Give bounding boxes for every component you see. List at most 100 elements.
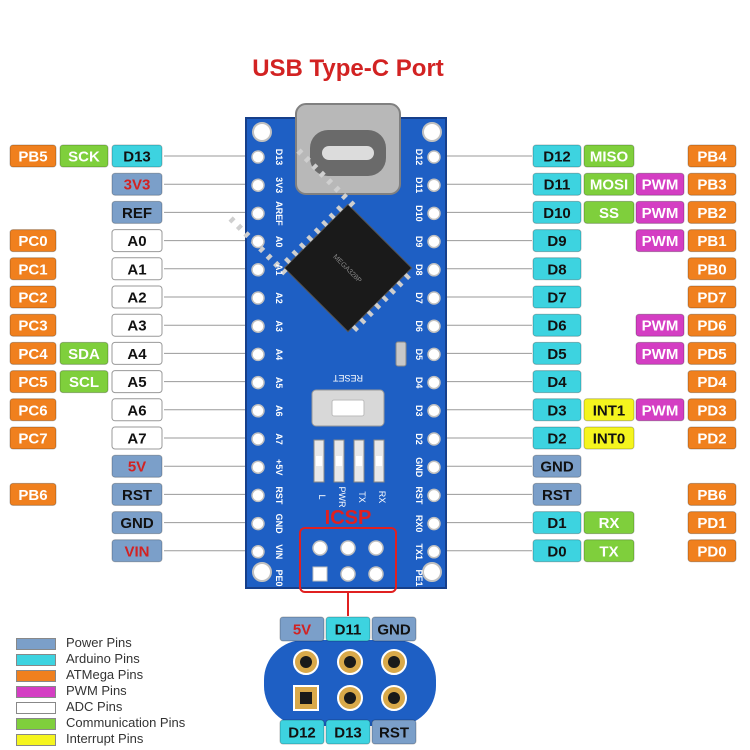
right-atmega-pin: PD6: [687, 313, 737, 337]
right-silk-label: D10: [414, 205, 424, 222]
legend-swatch: [16, 670, 56, 682]
right-silk-label: D2: [414, 433, 424, 445]
left-silk-label: A4: [274, 349, 284, 361]
right-silk-label: D6: [414, 320, 424, 332]
left-main-pin-box: [111, 370, 163, 394]
left-main-pin: 5V: [111, 454, 163, 478]
left-atmega-pin: PC5: [9, 370, 57, 394]
right-atmega-pin-text: PB6: [697, 487, 726, 504]
mcu-pin: [228, 216, 236, 224]
right-atmega-pin-text: PB2: [697, 205, 726, 222]
right-main-pin-text: D5: [547, 346, 566, 363]
right-main-pin-box: [532, 454, 582, 478]
left-atmega-pin: PB5: [9, 144, 57, 168]
left-atmega-pin-text: PC6: [18, 402, 47, 419]
mcu-pin: [298, 242, 306, 250]
left-silk-label: A6: [274, 405, 284, 417]
right-main-pin: D1: [532, 511, 582, 535]
right-pwm-pin-text: PWM: [642, 233, 679, 250]
right-main-pin: D5: [532, 341, 582, 365]
right-header-pin: [427, 263, 441, 277]
left-header-pin: [251, 150, 265, 164]
icsp-bottom-pin: D13: [325, 719, 371, 745]
right-atmega-pin-box: [687, 370, 737, 394]
icsp-top-pin: 5V: [279, 616, 325, 642]
left-header-pin: [251, 488, 265, 503]
left-header-pin: [251, 432, 265, 446]
right-main-pin-text: D4: [547, 374, 567, 391]
left-atmega-pin: PC6: [9, 398, 57, 422]
right-atmega-pin-text: PD1: [697, 515, 726, 532]
left-main-pin-box: [111, 257, 163, 281]
left-silk-label: AREF: [274, 201, 284, 226]
right-main-pin-text: D6: [547, 318, 566, 335]
mcu-pin: [374, 302, 382, 310]
mounting-hole: [252, 122, 272, 142]
legend-label: Communication Pins: [66, 715, 186, 730]
right-main-pin: D3: [532, 398, 582, 422]
left-atmega-pin-box: [9, 229, 57, 253]
mcu-pin: [235, 223, 243, 231]
icsp-detail-pin-hole: [388, 656, 400, 668]
icsp-bottom-pin-box: [279, 719, 325, 745]
left-comm-pin-text: SCK: [68, 149, 100, 166]
icsp-top-pin-text: GND: [377, 622, 411, 639]
right-main-pin-text: D8: [547, 261, 566, 278]
left-comm-pin-text: SCL: [69, 374, 99, 391]
mounting-hole: [422, 562, 442, 582]
left-main-pin-box: [111, 454, 163, 478]
mcu-pin: [280, 268, 288, 276]
left-main-pin-text: GND: [120, 515, 154, 532]
right-extra-pin-box: [583, 539, 635, 563]
legend-label: ATMega Pins: [66, 667, 144, 682]
icsp-top-pin-box: [371, 616, 417, 642]
right-atmega-pin: PD4: [687, 370, 737, 394]
mcu-pin: [258, 246, 266, 254]
right-main-pin-text: GND: [540, 459, 574, 476]
right-atmega-pin: PB3: [687, 172, 737, 196]
right-atmega-pin-box: [687, 482, 737, 506]
right-atmega-pin-box: [687, 144, 737, 168]
left-atmega-pin: PC3: [9, 313, 57, 337]
right-main-pin-box: [532, 285, 582, 309]
legend-item: Interrupt Pins: [16, 731, 276, 746]
icsp-detail-pin-hole: [344, 692, 356, 704]
left-main-pin-text: A2: [127, 290, 146, 307]
left-main-pin-box: [111, 313, 163, 337]
right-main-pin: D11: [532, 172, 582, 196]
left-silk-label: A2: [274, 292, 284, 304]
icsp-bottom-pin-text: D12: [288, 725, 316, 742]
right-atmega-pin: PD1: [687, 511, 737, 535]
right-extra-pin: INT0: [583, 426, 635, 450]
right-main-pin-text: D1: [547, 515, 566, 532]
right-main-pin-box: [532, 539, 582, 563]
mcu-pin: [291, 249, 299, 257]
pe1-label: PE1: [414, 569, 424, 586]
left-main-pin: A6: [111, 398, 163, 422]
left-header-pin: [251, 545, 265, 559]
right-pwm-pin: PWM: [635, 398, 685, 422]
right-main-pin-box: [532, 144, 582, 168]
left-atmega-pin-box: [9, 285, 57, 309]
legend-item: Arduino Pins: [16, 651, 276, 666]
icsp-top-pin-box: [279, 616, 325, 642]
left-atmega-pin: PC0: [9, 229, 57, 253]
right-main-pin-text: D0: [547, 543, 566, 560]
right-header-pin: [427, 347, 441, 362]
legend-item: ATMega Pins: [16, 667, 276, 682]
left-comm-pin-box: [59, 370, 109, 394]
left-atmega-pin-box: [9, 426, 57, 450]
left-header-pin: [251, 178, 265, 192]
title: USB Type-C Port: [252, 55, 444, 82]
left-main-pin: A5: [111, 370, 163, 394]
right-extra-pin: RX: [583, 511, 635, 535]
right-main-pin-text: D2: [547, 431, 566, 448]
right-pwm-pin-box: [635, 313, 685, 337]
mcu-pin: [273, 260, 281, 268]
mcu-pin: [403, 272, 411, 281]
right-atmega-pin-box: [687, 229, 737, 253]
left-silk-label: A7: [274, 433, 284, 445]
left-atmega-pin-text: PC4: [18, 346, 48, 363]
left-main-pin: GND: [111, 511, 163, 535]
left-comm-pin-box: [59, 144, 109, 168]
